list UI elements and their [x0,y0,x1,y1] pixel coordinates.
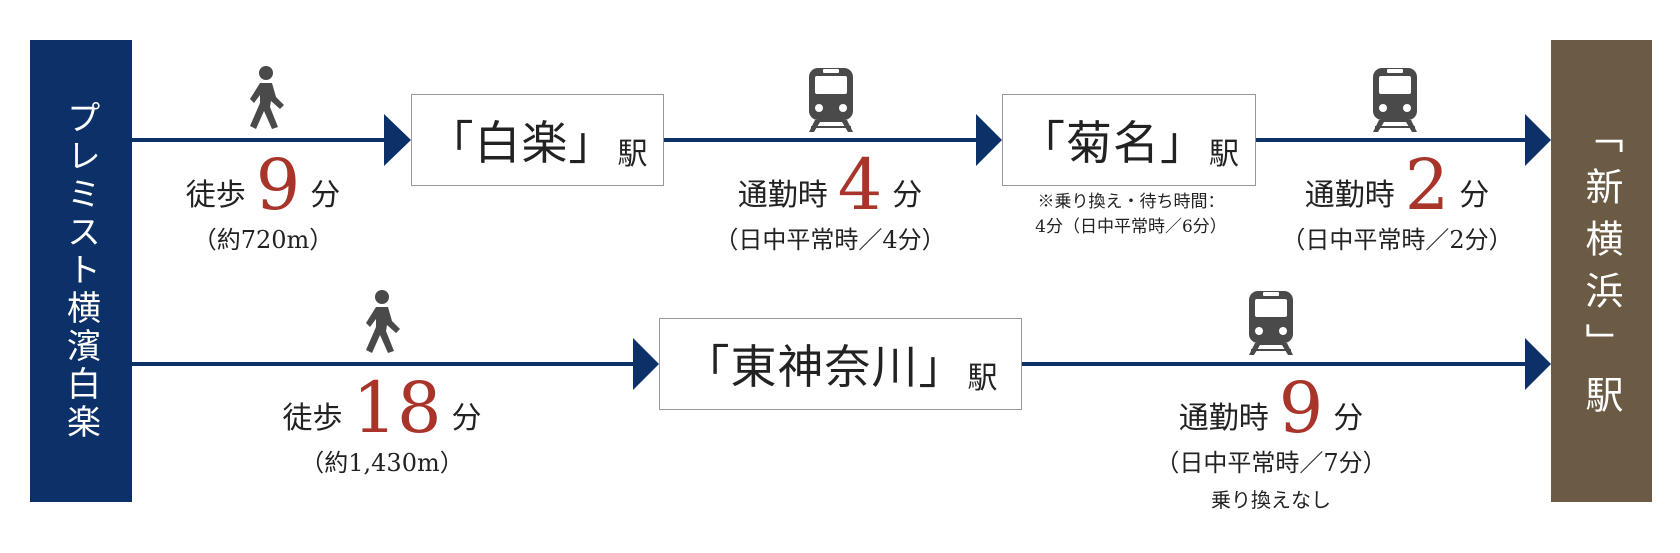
time-unit: 分 [1459,178,1490,213]
time-label: 通勤時 [1304,178,1395,213]
station-kikuna: 「菊名」駅 [1002,94,1256,186]
station-higashikanagawa: 「東神奈川」駅 [659,318,1022,410]
station-suffix: 駅 [617,137,648,172]
train-icon [809,68,853,132]
time-label: 徒歩 [282,401,343,436]
route1-train1-arrow [976,114,1002,166]
train-icon [1373,68,1417,132]
time-minutes: 18 [352,367,442,449]
station-suffix: 駅 [967,361,998,396]
time-minutes: 9 [1278,367,1324,449]
walking-person-icon [250,66,284,129]
time-unit: 分 [892,178,923,213]
destination-block: 「新横浜」駅 [1551,40,1652,502]
route2-walk-arrow [633,338,659,390]
route2-train-extra: 乗り換えなし [1211,488,1331,512]
transfer-note-line2: 4分（日中平常時／6分） [1035,217,1227,237]
time-minutes: 2 [1404,144,1450,226]
time-minutes: 9 [255,144,301,226]
route1-train1-note: （日中平常時／4分） [714,226,946,254]
route2-train-note: （日中平常時／7分） [1155,449,1387,477]
walking-person-icon [366,290,400,353]
transfer-note-line1: ※乗り換え・待ち時間： [1037,192,1225,212]
route1-walk-arrow [384,114,411,166]
route2-walk-distance: （約1,430m） [300,449,464,477]
time-label: 通勤時 [737,178,828,213]
origin-name: プレミスト横濱白楽 [60,100,101,442]
route1-train2-arrow [1525,114,1551,166]
destination-name: 「新横浜」駅 [1579,115,1623,427]
time-label: 通勤時 [1178,401,1269,436]
station-name: 「東神奈川」 [683,340,966,394]
time-unit: 分 [451,401,482,436]
time-minutes: 4 [837,144,883,226]
time-label: 徒歩 [185,178,246,213]
route1-walk-distance: （約720m） [192,226,334,254]
station-suffix: 駅 [1209,137,1239,172]
origin-block: プレミスト横濱白楽 [30,40,132,502]
route1-train2-note: （日中平常時／2分） [1281,226,1513,254]
station-name: 「菊名」 [1019,116,1207,170]
station-name: 「白楽」 [427,116,616,170]
time-unit: 分 [1333,401,1364,436]
train-icon [1249,291,1293,355]
time-unit: 分 [310,178,341,213]
route2-train-arrow [1525,338,1551,390]
station-hakuraku: 「白楽」駅 [411,94,664,186]
